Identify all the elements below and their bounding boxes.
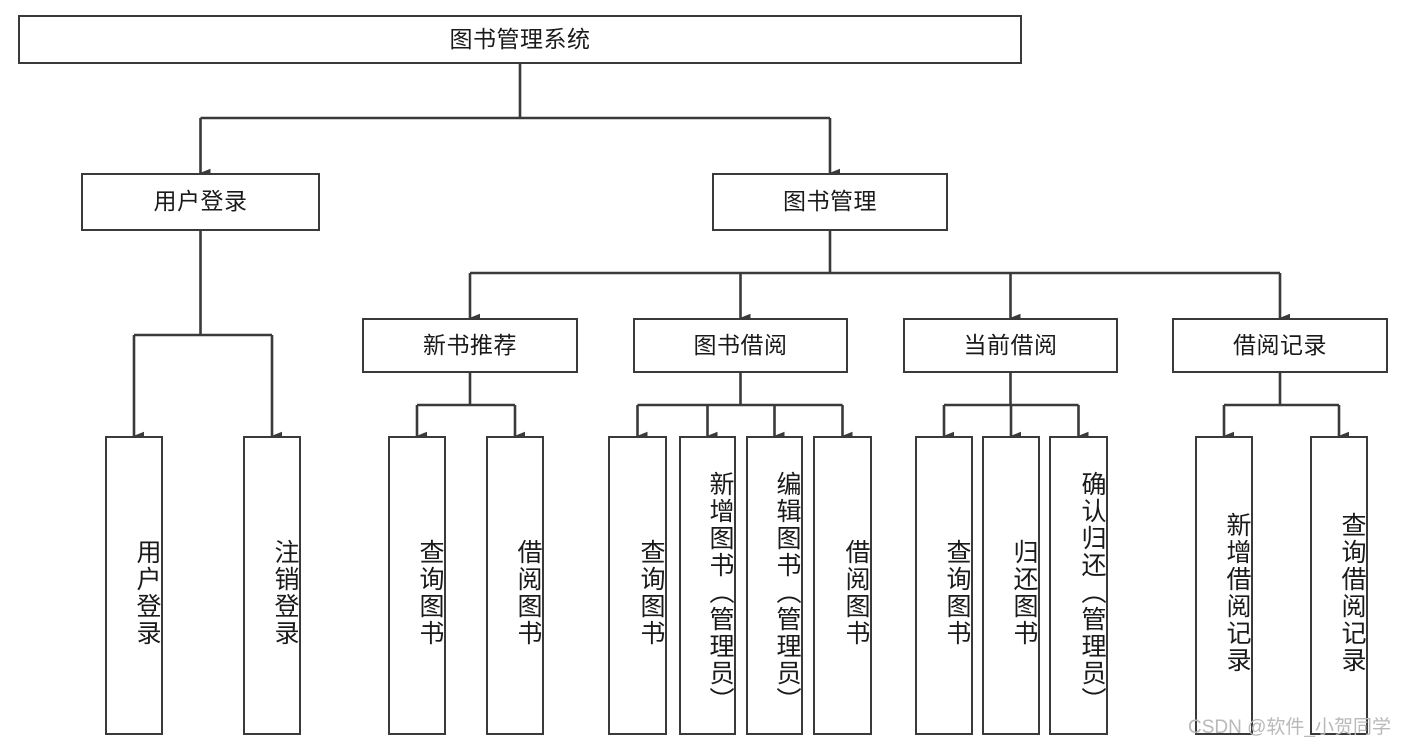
- node-leaf-3[interactable]: 查询图书: [388, 436, 446, 735]
- node-leaf-10[interactable]: 归还图书: [982, 436, 1040, 735]
- node-book-borrow[interactable]: 图书借阅: [633, 318, 848, 373]
- node-leaf-12[interactable]: 新增借阅记录: [1195, 436, 1253, 735]
- node-root[interactable]: 图书管理系统: [18, 15, 1022, 64]
- watermark-text: CSDN @软件_小贺同学: [1188, 717, 1391, 738]
- node-leaf-4[interactable]: 借阅图书: [486, 436, 544, 735]
- node-label: 确认归还（管理员）: [1078, 471, 1106, 714]
- node-leaf-1[interactable]: 用户登录: [105, 436, 163, 735]
- node-cur-borrow[interactable]: 当前借阅: [903, 318, 1118, 373]
- node-label: 借阅图书: [842, 538, 870, 647]
- node-leaf-11[interactable]: 确认归还（管理员）: [1049, 436, 1108, 735]
- node-label: 借阅记录: [1233, 331, 1327, 358]
- node-borrow-log[interactable]: 借阅记录: [1172, 318, 1388, 373]
- node-label: 新增图书（管理员）: [706, 471, 734, 714]
- node-leaf-8[interactable]: 借阅图书: [813, 436, 872, 735]
- node-leaf-7[interactable]: 编辑图书（管理员）: [746, 436, 803, 735]
- node-label: 用户登录: [133, 538, 161, 647]
- node-label: 查询图书: [416, 538, 444, 647]
- node-label: 注销登录: [271, 538, 299, 647]
- node-leaf-2[interactable]: 注销登录: [243, 436, 301, 735]
- node-leaf-5[interactable]: 查询图书: [608, 436, 667, 735]
- node-label: 新书推荐: [423, 331, 517, 358]
- node-leaf-13[interactable]: 查询借阅记录: [1310, 436, 1368, 735]
- node-book-manage[interactable]: 图书管理: [712, 173, 948, 231]
- node-label: 编辑图书（管理员）: [773, 471, 801, 714]
- node-new-book-rec[interactable]: 新书推荐: [362, 318, 578, 373]
- node-user-login[interactable]: 用户登录: [81, 173, 320, 231]
- node-label: 新增借阅记录: [1223, 511, 1251, 674]
- node-label: 当前借阅: [963, 331, 1058, 358]
- node-label: 归还图书: [1010, 538, 1038, 647]
- node-leaf-6[interactable]: 新增图书（管理员）: [679, 436, 736, 735]
- node-label: 查询图书: [637, 538, 665, 647]
- edge-group: [132, 64, 1350, 441]
- node-label: 图书借阅: [693, 331, 788, 358]
- node-label: 用户登录: [153, 188, 248, 215]
- node-label: 图书管理系统: [449, 25, 591, 52]
- node-label: 借阅图书: [514, 538, 542, 647]
- node-label: 查询图书: [943, 538, 971, 647]
- node-leaf-9[interactable]: 查询图书: [915, 436, 973, 735]
- node-label: 图书管理: [783, 188, 877, 215]
- node-label: 查询借阅记录: [1338, 511, 1366, 674]
